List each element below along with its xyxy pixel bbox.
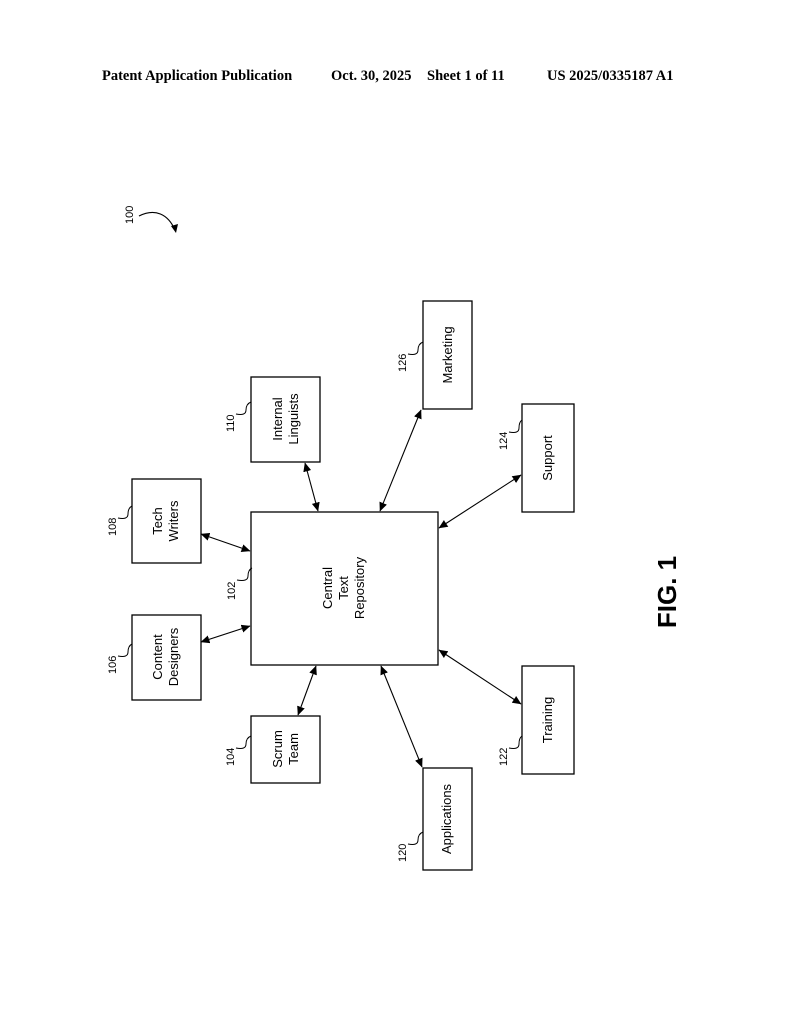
patent-number: US 2025/0335187 A1 [547, 68, 674, 84]
internal-linguists-ref: 110 [225, 414, 237, 432]
applications-label: Applications [439, 783, 454, 854]
link-scrum-team [297, 665, 317, 716]
node-marketing: Marketing [422, 300, 473, 410]
system-ref-label: 100 [124, 206, 136, 224]
system-ref-arrowhead [171, 224, 178, 233]
system-ref-curve [138, 211, 176, 231]
node-training: Training [521, 665, 575, 775]
scrum-team-label-1: Scrum [270, 730, 285, 768]
scrum-team-label-2: Team [286, 733, 301, 765]
node-support: Support [521, 403, 575, 513]
tech-writers-ref-leader [117, 505, 133, 519]
link-marketing [379, 409, 422, 512]
marketing-ref: 126 [397, 354, 409, 372]
scrum-team-ref-leader [235, 735, 252, 749]
node-applications: Applications [422, 767, 473, 871]
central-text-repository: Central Text Repository [250, 511, 439, 666]
node-content-designers: Content Designers [131, 614, 202, 701]
marketing-label: Marketing [440, 326, 455, 383]
support-label: Support [540, 435, 555, 481]
marketing-ref-leader [407, 341, 424, 355]
internal-linguists-label-2: Linguists [286, 393, 301, 445]
node-scrum-team: Scrum Team [250, 715, 321, 784]
node-tech-writers: Tech Writers [131, 478, 202, 564]
applications-ref: 120 [397, 844, 409, 862]
publication-date: Oct. 30, 2025 [331, 68, 412, 84]
central-label-line-2: Text [336, 576, 351, 600]
link-internal-linguists [303, 462, 320, 512]
page-header: Patent Application Publication Oct. 30, … [0, 68, 794, 88]
training-label: Training [540, 697, 555, 743]
tech-writers-label-1: Tech [150, 507, 165, 534]
sheet-number: Sheet 1 of 11 [427, 68, 505, 84]
link-training [438, 649, 522, 705]
central-label-line-3: Repository [352, 556, 367, 619]
content-designers-ref: 106 [107, 656, 119, 674]
applications-ref-leader [407, 831, 424, 845]
central-ref-label: 102 [226, 582, 238, 600]
content-designers-label-1: Content [150, 634, 165, 680]
content-designers-label-2: Designers [166, 627, 181, 686]
figure-label: FIG. 1 [652, 556, 682, 628]
support-ref: 124 [498, 432, 510, 450]
content-designers-ref-leader [117, 643, 133, 657]
support-ref-leader [508, 419, 523, 433]
link-tech-writers [200, 533, 251, 552]
internal-linguists-ref-leader [235, 401, 252, 415]
link-applications [380, 665, 423, 768]
internal-linguists-label-1: Internal [270, 397, 285, 440]
publication-title: Patent Application Publication [102, 68, 293, 84]
link-content-designers [200, 624, 251, 644]
training-ref-leader [508, 735, 523, 749]
tech-writers-label-2: Writers [166, 500, 181, 541]
tech-writers-ref: 108 [107, 518, 119, 536]
scrum-team-ref: 104 [225, 748, 237, 766]
link-support [438, 474, 522, 529]
training-ref: 122 [498, 748, 510, 766]
central-ref-leader [236, 567, 253, 581]
node-internal-linguists: Internal Linguists [250, 376, 321, 463]
central-label-line-1: Central [320, 567, 335, 609]
